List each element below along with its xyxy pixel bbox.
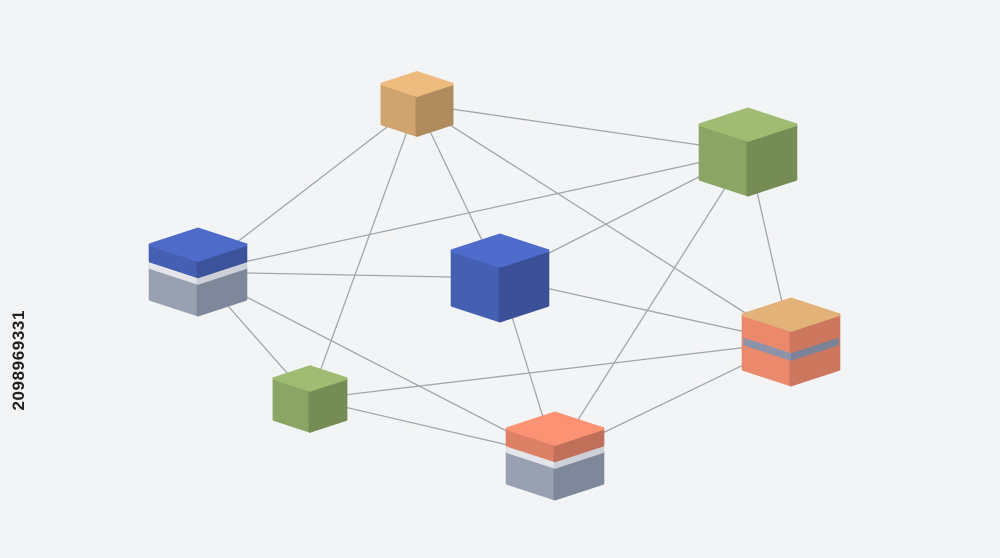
- stock-id-label: 2098969331: [9, 310, 28, 411]
- node-salmon-bottom: [505, 411, 605, 501]
- edge-green-top-right-to-salmon-bottom: [554, 151, 749, 457]
- edge-blue-left-to-salmon-bottom: [197, 271, 556, 457]
- edge-green-top-right-to-blue-left: [197, 151, 749, 273]
- edge-blue-left-to-blue-center: [197, 271, 501, 279]
- edge-green-bottom-left-to-tan-salmon-right: [309, 341, 792, 400]
- node-blue-center: [450, 233, 550, 323]
- edge-tan-top-to-tan-salmon-right: [416, 103, 792, 343]
- node-layer: [148, 71, 841, 501]
- node-green-top-right: [698, 107, 798, 197]
- node-blue-left: [148, 227, 248, 317]
- node-tan-salmon-right: [741, 297, 841, 387]
- edge-tan-top-to-green-top-right: [416, 103, 749, 153]
- stock-id-label-wrap: 2098969331: [8, 310, 32, 540]
- node-green-bottom-left: [272, 365, 348, 433]
- edge-tan-top-to-green-bottom-left: [309, 103, 418, 400]
- node-tan-top: [380, 71, 454, 137]
